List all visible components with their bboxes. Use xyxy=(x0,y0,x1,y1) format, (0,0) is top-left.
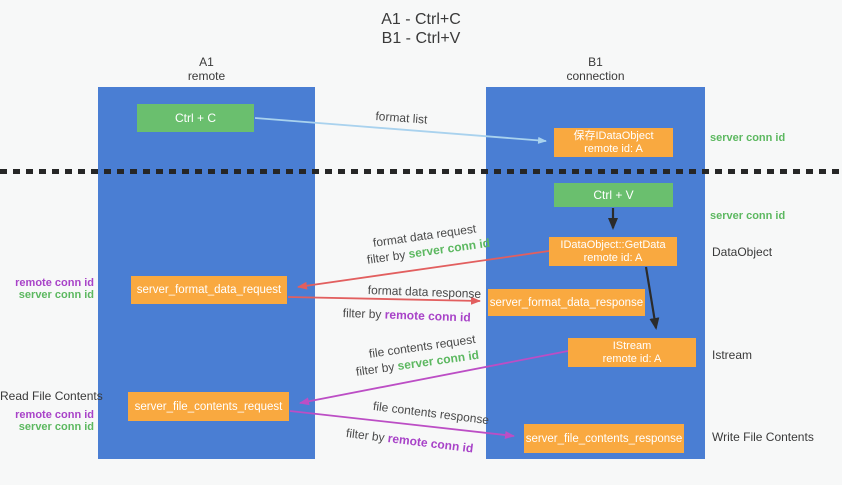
label-remote-conn-id-text: remote conn id xyxy=(387,431,475,456)
diagram-title: A1 - Ctrl+C B1 - Ctrl+V xyxy=(0,10,842,48)
lane-b1-subtitle: connection xyxy=(566,69,625,83)
node-server-file-contents-response-label: server_file_contents_response xyxy=(525,432,683,445)
right-server-conn-id-1: server conn id xyxy=(710,132,786,144)
node-server-file-contents-request-label: server_file_contents_request xyxy=(134,400,283,413)
right-server-conn-id-2: server conn id xyxy=(710,210,786,222)
node-server-format-data-response: server_format_data_response xyxy=(488,289,645,316)
lane-b1-header: B1 connection xyxy=(486,55,705,83)
node-server-format-data-request: server_format_data_request xyxy=(131,276,287,304)
label-file-contents-response: file contents response xyxy=(372,399,490,428)
right-istream-label: Istream xyxy=(712,348,753,362)
left-server-conn-id-1: server conn id xyxy=(18,289,94,301)
node-server-file-contents-response: server_file_contents_response xyxy=(524,424,684,453)
diagram-title-line2: B1 - Ctrl+V xyxy=(381,30,461,47)
label-filter-by-text: filter by xyxy=(355,359,396,379)
left-remote-conn-id-1: remote conn id xyxy=(15,277,94,289)
node-ctrl-c: Ctrl + C xyxy=(137,104,254,132)
left-server-conn-id-2: server conn id xyxy=(18,421,94,433)
node-server-format-data-response-label: server_format_data_response xyxy=(489,296,644,309)
label-filter-by-remote-conn-id-1: filter by remote conn id xyxy=(343,306,471,324)
phase-divider-dotted-line xyxy=(0,169,842,174)
node-istream-line1: IStream xyxy=(612,339,652,352)
label-format-list: format list xyxy=(375,109,428,127)
label-filter-by-remote-conn-id-2: filter by remote conn id xyxy=(345,426,474,456)
lane-a1-header: A1 remote xyxy=(98,55,315,83)
left-remote-conn-id-2: remote conn id xyxy=(15,409,94,421)
left-read-file-contents-label: Read File Contents xyxy=(0,389,103,403)
node-idataobject-getdata: IDataObject::GetData remote id: A xyxy=(549,237,677,266)
node-ctrl-v: Ctrl + V xyxy=(554,183,673,207)
node-idataobject-getdata-line1: IDataObject::GetData xyxy=(560,238,666,251)
label-remote-conn-id-text: remote conn id xyxy=(384,307,471,325)
diagram-title-line1: A1 - Ctrl+C xyxy=(381,11,461,28)
label-filter-by-text: filter by xyxy=(342,306,382,322)
right-write-file-contents-label: Write File Contents xyxy=(712,430,814,444)
node-save-dataobject-line2: remote id: A xyxy=(584,142,643,155)
label-format-data-response: format data response xyxy=(367,283,482,301)
label-filter-by-text: filter by xyxy=(345,426,386,445)
lane-a1-title: A1 xyxy=(199,55,214,69)
lane-a1-subtitle: remote xyxy=(187,69,226,83)
node-server-file-contents-request: server_file_contents_request xyxy=(128,392,289,421)
node-ctrl-c-label: Ctrl + C xyxy=(174,111,216,125)
node-ctrl-v-label: Ctrl + V xyxy=(593,188,634,202)
node-istream-line2: remote id: A xyxy=(602,352,662,365)
node-istream: IStream remote id: A xyxy=(568,338,696,367)
lane-b1-title: B1 xyxy=(588,55,603,69)
label-filter-by-text: filter by xyxy=(366,247,407,267)
node-save-dataobject: 保存IDataObject remote id: A xyxy=(554,128,673,157)
node-idataobject-getdata-line2: remote id: A xyxy=(583,251,643,264)
node-server-format-data-request-label: server_format_data_request xyxy=(136,284,282,296)
right-dataobject-label: DataObject xyxy=(712,245,773,259)
node-save-dataobject-line1: 保存IDataObject xyxy=(573,129,654,142)
